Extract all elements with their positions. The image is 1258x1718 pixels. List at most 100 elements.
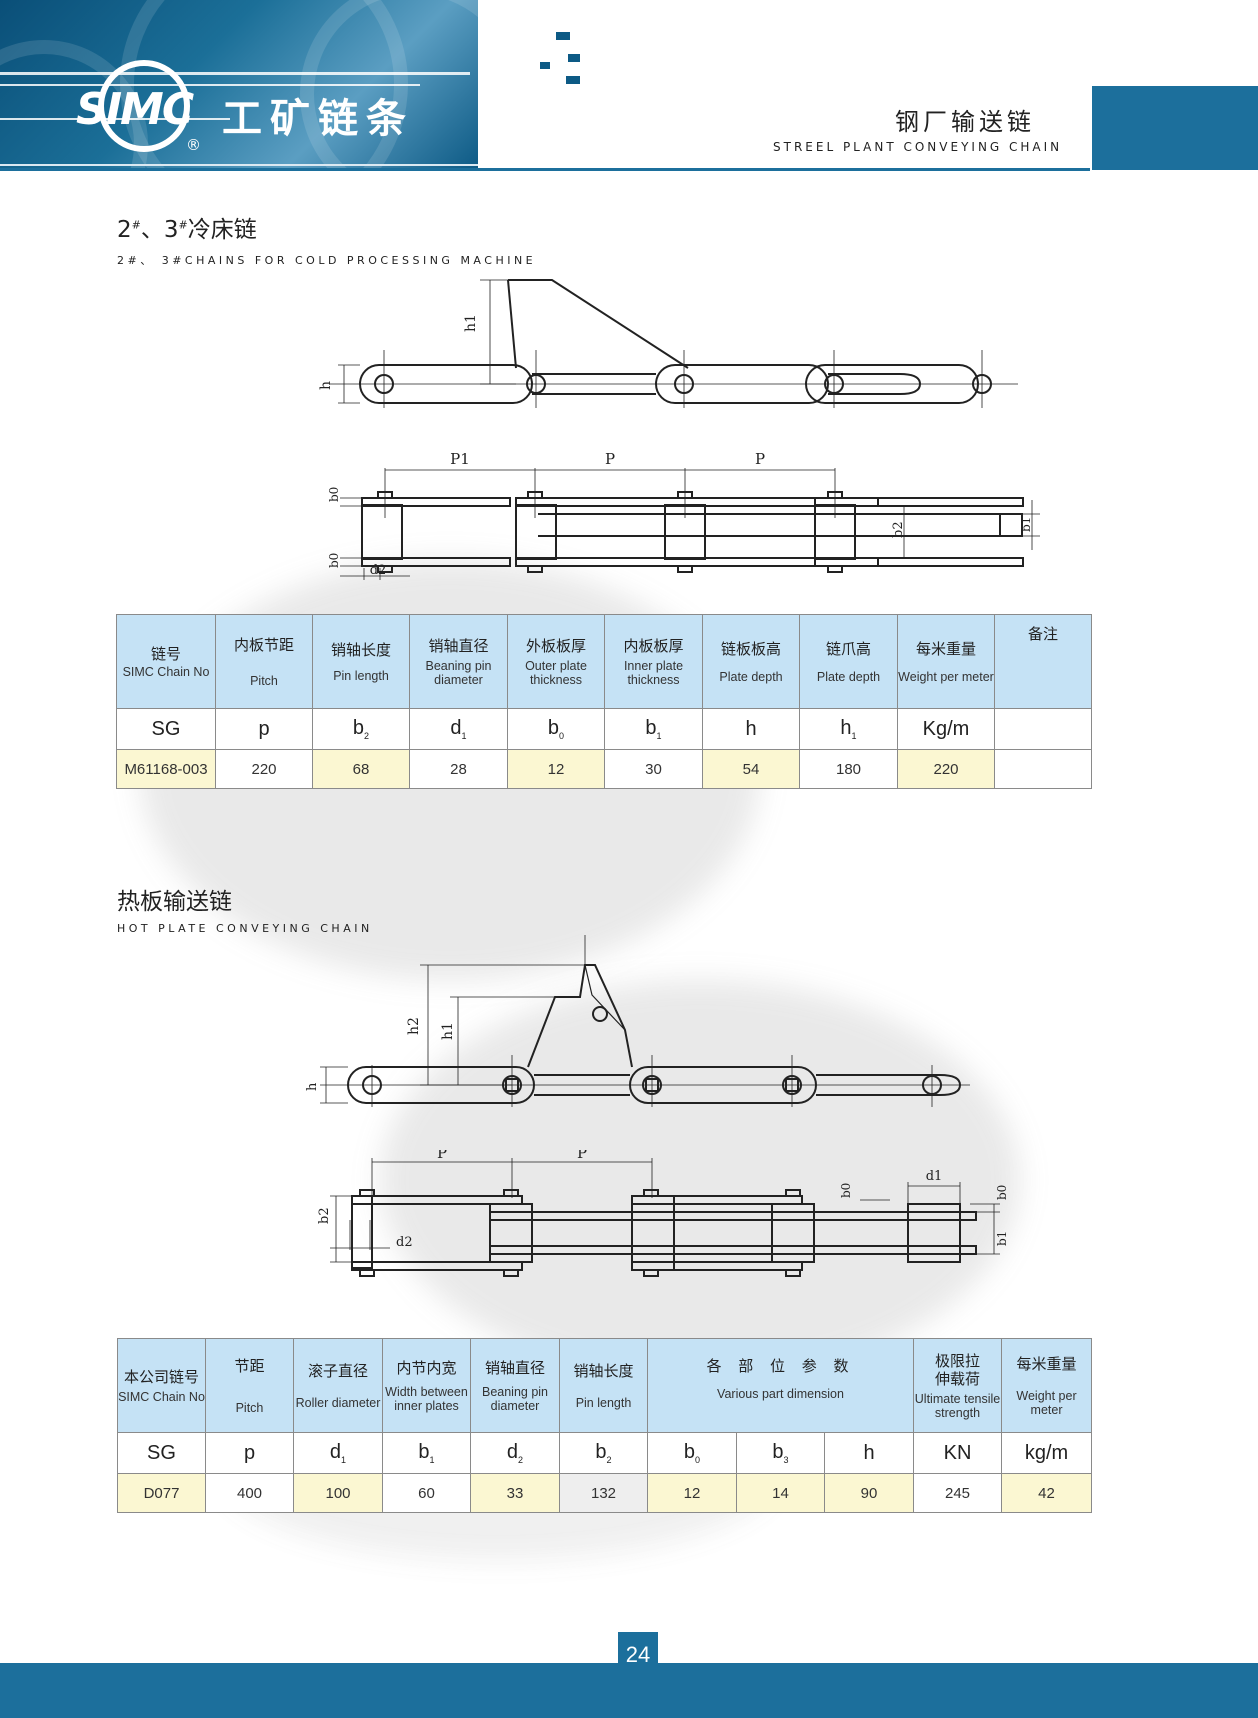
header-en: SIMC Chain No xyxy=(118,1389,205,1404)
symbol-cell: SG xyxy=(117,1432,206,1474)
header-cn: 链号 xyxy=(150,644,181,663)
table-row: D077 400 100 60 33 132 12 14 90 245 42 xyxy=(117,1473,1093,1513)
title-part: 、 xyxy=(140,217,164,243)
header-cell: 各 部 位 参 数 Various part dimension xyxy=(646,1338,915,1433)
symbol: b xyxy=(772,1441,784,1463)
dim-label-b1: b1 xyxy=(995,1231,1009,1246)
value-cell: 100 xyxy=(293,1473,383,1513)
symbol-subscript: 2 xyxy=(364,731,370,741)
catalog-title-en: STREEL PLANT CONVEYING CHAIN xyxy=(773,140,1063,154)
dim-label-p1: P1 xyxy=(450,450,470,468)
value-cell: 12 xyxy=(507,749,605,789)
pixel-decoration xyxy=(556,32,570,40)
value-cell: 33 xyxy=(470,1473,560,1513)
header-en: Width between inner plates xyxy=(385,1384,468,1413)
cold-bed-chain-side-view: h1 h xyxy=(318,279,1018,408)
dim-label-h: h xyxy=(305,1082,320,1091)
symbol: h xyxy=(745,717,757,740)
symbol-subscript: 1 xyxy=(341,1455,347,1465)
header-en: Plate depth xyxy=(816,669,881,684)
symbol-cell: b2 xyxy=(312,708,410,750)
value-cell: 220 xyxy=(897,749,995,789)
header-cell: 备注 xyxy=(994,614,1092,709)
symbol-subscript: 1 xyxy=(656,731,662,741)
symbol-subscript: 2 xyxy=(518,1455,524,1465)
value-cell: 28 xyxy=(409,749,508,789)
page-number-box xyxy=(618,1632,658,1674)
header-en: Outer plate thickness xyxy=(525,658,587,687)
header-en: Weight per meter xyxy=(1016,1388,1077,1417)
header-cn: 备注 xyxy=(1027,625,1058,643)
header-en: Weight per meter xyxy=(898,669,994,684)
symbol-subscript: 1 xyxy=(429,1455,435,1465)
table-row: M61168-003 220 68 28 12 30 54 180 220 xyxy=(116,749,1092,789)
symbol-subscript: 1 xyxy=(461,731,467,741)
header-en: Plate depth xyxy=(719,669,783,684)
symbol-cell: d1 xyxy=(293,1432,383,1474)
symbol-subscript: 0 xyxy=(695,1455,701,1465)
header-en: Pitch xyxy=(250,673,278,688)
symbol: p xyxy=(243,1441,256,1464)
symbol-cell: h1 xyxy=(799,708,898,750)
header-cn: 每米重量 xyxy=(915,639,976,658)
header-en: Various part dimension xyxy=(717,1387,844,1401)
dim-label-h1: h1 xyxy=(440,1022,456,1040)
header-rule xyxy=(0,164,478,166)
header-cell: 链板板高 Plate depth xyxy=(702,614,800,709)
value-cell: D077 xyxy=(117,1473,206,1513)
header-cn: 外板板厚 xyxy=(525,636,586,655)
header-accent-block xyxy=(1092,86,1258,170)
speed-line xyxy=(0,72,470,75)
dim-label-h2: h2 xyxy=(406,1017,422,1035)
symbol-cell: SG xyxy=(116,708,216,750)
symbol-cell: KN xyxy=(913,1432,1003,1474)
header-rule xyxy=(0,168,1090,171)
symbol-cell: b1 xyxy=(382,1432,471,1474)
symbol: b xyxy=(595,1441,607,1463)
symbol-cell: b0 xyxy=(647,1432,737,1474)
chain-watermark xyxy=(380,980,1020,1380)
header-en: Inner plate thickness xyxy=(623,658,684,687)
symbol-cell: b2 xyxy=(559,1432,648,1474)
symbol: d xyxy=(329,1441,342,1463)
header-cn: 各 部 位 参 数 xyxy=(706,1357,855,1375)
title-part: 3 xyxy=(163,217,179,243)
symbol-subscript: 1 xyxy=(851,731,857,741)
symbol: b xyxy=(418,1441,430,1463)
pixel-decoration xyxy=(568,54,580,62)
dim-label-b0: b0 xyxy=(839,1183,853,1198)
dim-label-b1: b1 xyxy=(1019,517,1033,532)
dim-label-d1: d1 xyxy=(926,1169,943,1184)
value-cell: 180 xyxy=(799,749,898,789)
header-en: Pitch xyxy=(235,1400,264,1415)
company-logo: SIMC xyxy=(76,84,194,135)
hot-plate-chain-side-view: h2 h1 h xyxy=(305,935,970,1107)
value-cell: 30 xyxy=(604,749,703,789)
value-cell: 245 xyxy=(913,1473,1003,1513)
symbol-cell: b1 xyxy=(604,708,703,750)
dim-label-p: P xyxy=(755,450,765,468)
section1-title: 2#、3#冷床链 xyxy=(117,210,257,244)
value-cell: 42 xyxy=(1001,1473,1093,1513)
symbol-subscript: 0 xyxy=(559,731,565,741)
symbol-cell: d1 xyxy=(409,708,508,750)
dim-label-b0: b0 xyxy=(995,1185,1009,1200)
symbol: h xyxy=(863,1441,875,1464)
hot-plate-chain-top-view: P P d1 b0 b0 b1 b2 d2 xyxy=(317,1150,1009,1277)
symbol: p xyxy=(258,717,270,740)
symbol-cell: kg/m xyxy=(1001,1432,1093,1474)
header-en: Beaning pin diameter xyxy=(481,1384,549,1413)
value-cell: 12 xyxy=(647,1473,737,1513)
header-cn: 链板板高 xyxy=(720,639,781,658)
